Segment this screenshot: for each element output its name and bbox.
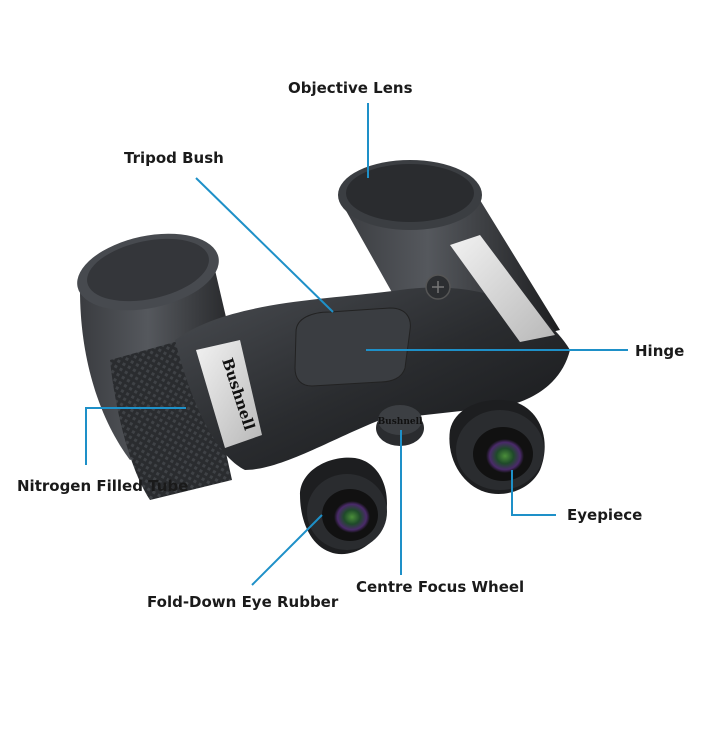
label-nitrogen-filled-tube: Nitrogen Filled Tube (17, 477, 189, 495)
label-eyepiece: Eyepiece (567, 506, 643, 524)
label-objective-lens: Objective Lens (288, 79, 413, 97)
right-side-plate (450, 235, 555, 342)
label-hinge: Hinge (635, 342, 685, 360)
label-centre-focus-wheel: Centre Focus Wheel (356, 578, 525, 596)
right-eyepiece-lens (486, 439, 524, 473)
label-fold-down-eye-rubber: Fold-Down Eye Rubber (147, 593, 339, 611)
left-eyepiece-lens (334, 501, 370, 533)
leader-eyepiece (511, 470, 556, 516)
right-eyepiece (449, 399, 545, 494)
focus-wheel: Bushnell (376, 405, 424, 446)
label-tripod-bush: Tripod Bush (124, 149, 224, 167)
focus-wheel-brand-text: Bushnell (378, 417, 423, 427)
leader-tripod-bush (195, 177, 334, 313)
leader-lines (85, 103, 628, 586)
left-side-plate (196, 340, 262, 448)
hinge-plate (294, 307, 411, 387)
leader-nitrogen-tube (85, 407, 186, 465)
leader-eye-rubber (251, 514, 323, 586)
left-eyepiece (300, 457, 387, 555)
